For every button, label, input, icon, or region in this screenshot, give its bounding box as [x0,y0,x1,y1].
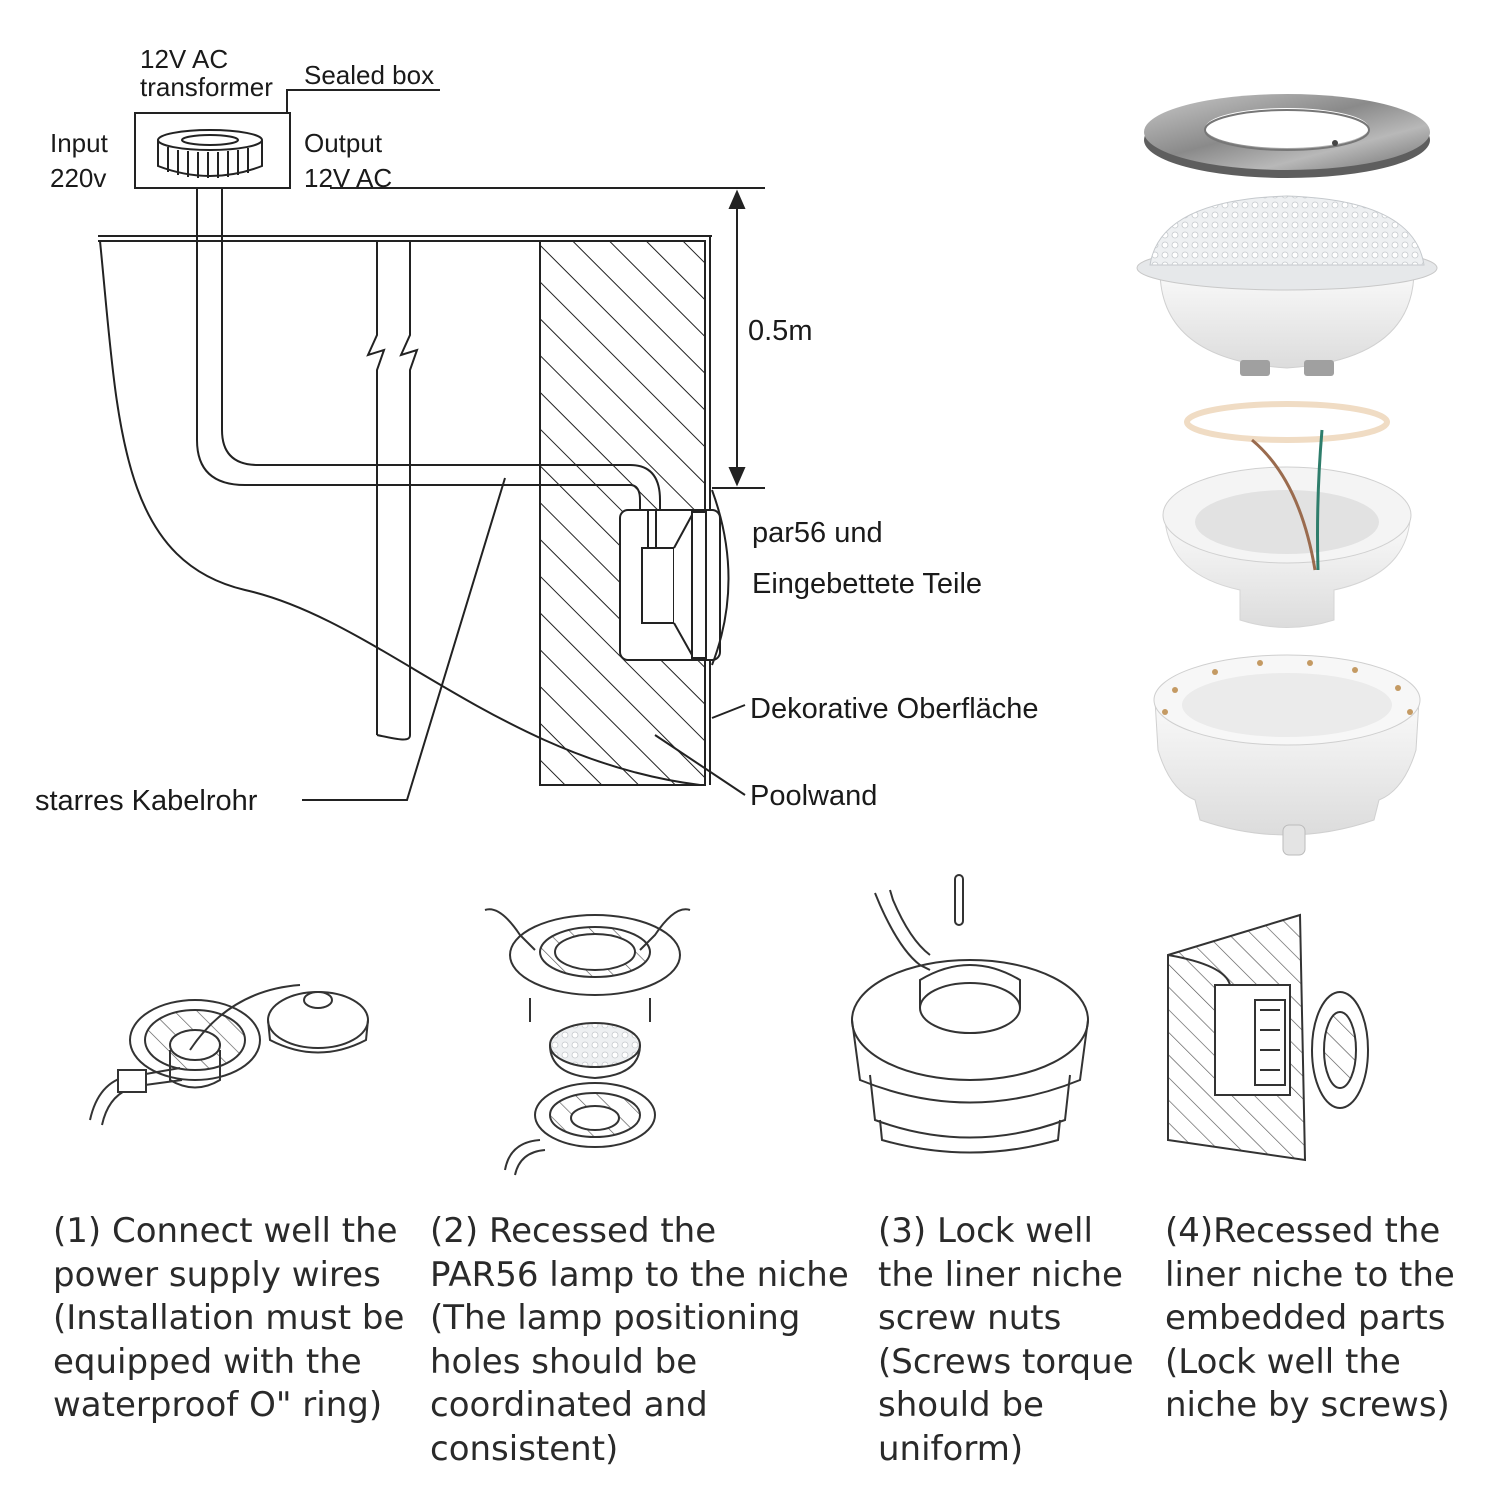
gasket-ring-image [1184,401,1390,443]
output-label-2: 12V AC [304,163,392,193]
surface-leader [711,704,746,719]
par56-lamp-icon [641,510,707,659]
wiring-diagram [98,89,765,801]
step-3-text: (3) Lock well the liner niche screw nuts… [878,1211,1134,1469]
pool-wall-label: Poolwand [750,780,877,812]
niche-housing-image [1162,429,1412,628]
transformer-coil-icon [157,129,263,178]
pool-outline [99,240,701,786]
step-1-illustration [89,984,369,1126]
conduit-leader [302,477,506,801]
pool-wall-leader [654,734,746,796]
step-1-text: (1) Connect well the power supply wires … [53,1211,405,1425]
sealed-box-label: Sealed box [304,60,434,90]
transformer-label-1: 12V AC [140,44,228,74]
step-4-text: (4)Recessed the liner niche to the embed… [1165,1211,1455,1425]
step-2-illustration [484,908,691,1176]
embedded-label-2: Eingebettete Teile [752,568,982,600]
vertical-pipe [366,241,419,735]
sealed-box-leader [286,89,440,113]
step-2-text: (2) Recessed the PAR56 lamp to the niche… [430,1211,849,1469]
embedded-label-1: par56 und [752,517,883,549]
step-4-illustration [1167,913,1369,1162]
conduit-label: starres Kabelrohr [35,785,258,817]
face-ring-image [1144,94,1430,178]
input-label-1: Input [50,128,109,158]
output-label-1: Output [304,128,383,158]
wiring-labels: 12V AC transformer Sealed box Input 220v… [35,44,1039,817]
transformer-box [134,112,291,189]
input-label-2: 220v [50,163,106,193]
surface-label: Dekorative Oberfläche [750,693,1039,725]
depth-label: 0.5m [748,315,812,347]
step-3-illustration [851,874,1089,1154]
par56-lamp-image [1136,195,1438,376]
embedded-base-image [1153,654,1421,856]
transformer-label-2: transformer [140,72,273,102]
exploded-parts [1136,94,1438,856]
